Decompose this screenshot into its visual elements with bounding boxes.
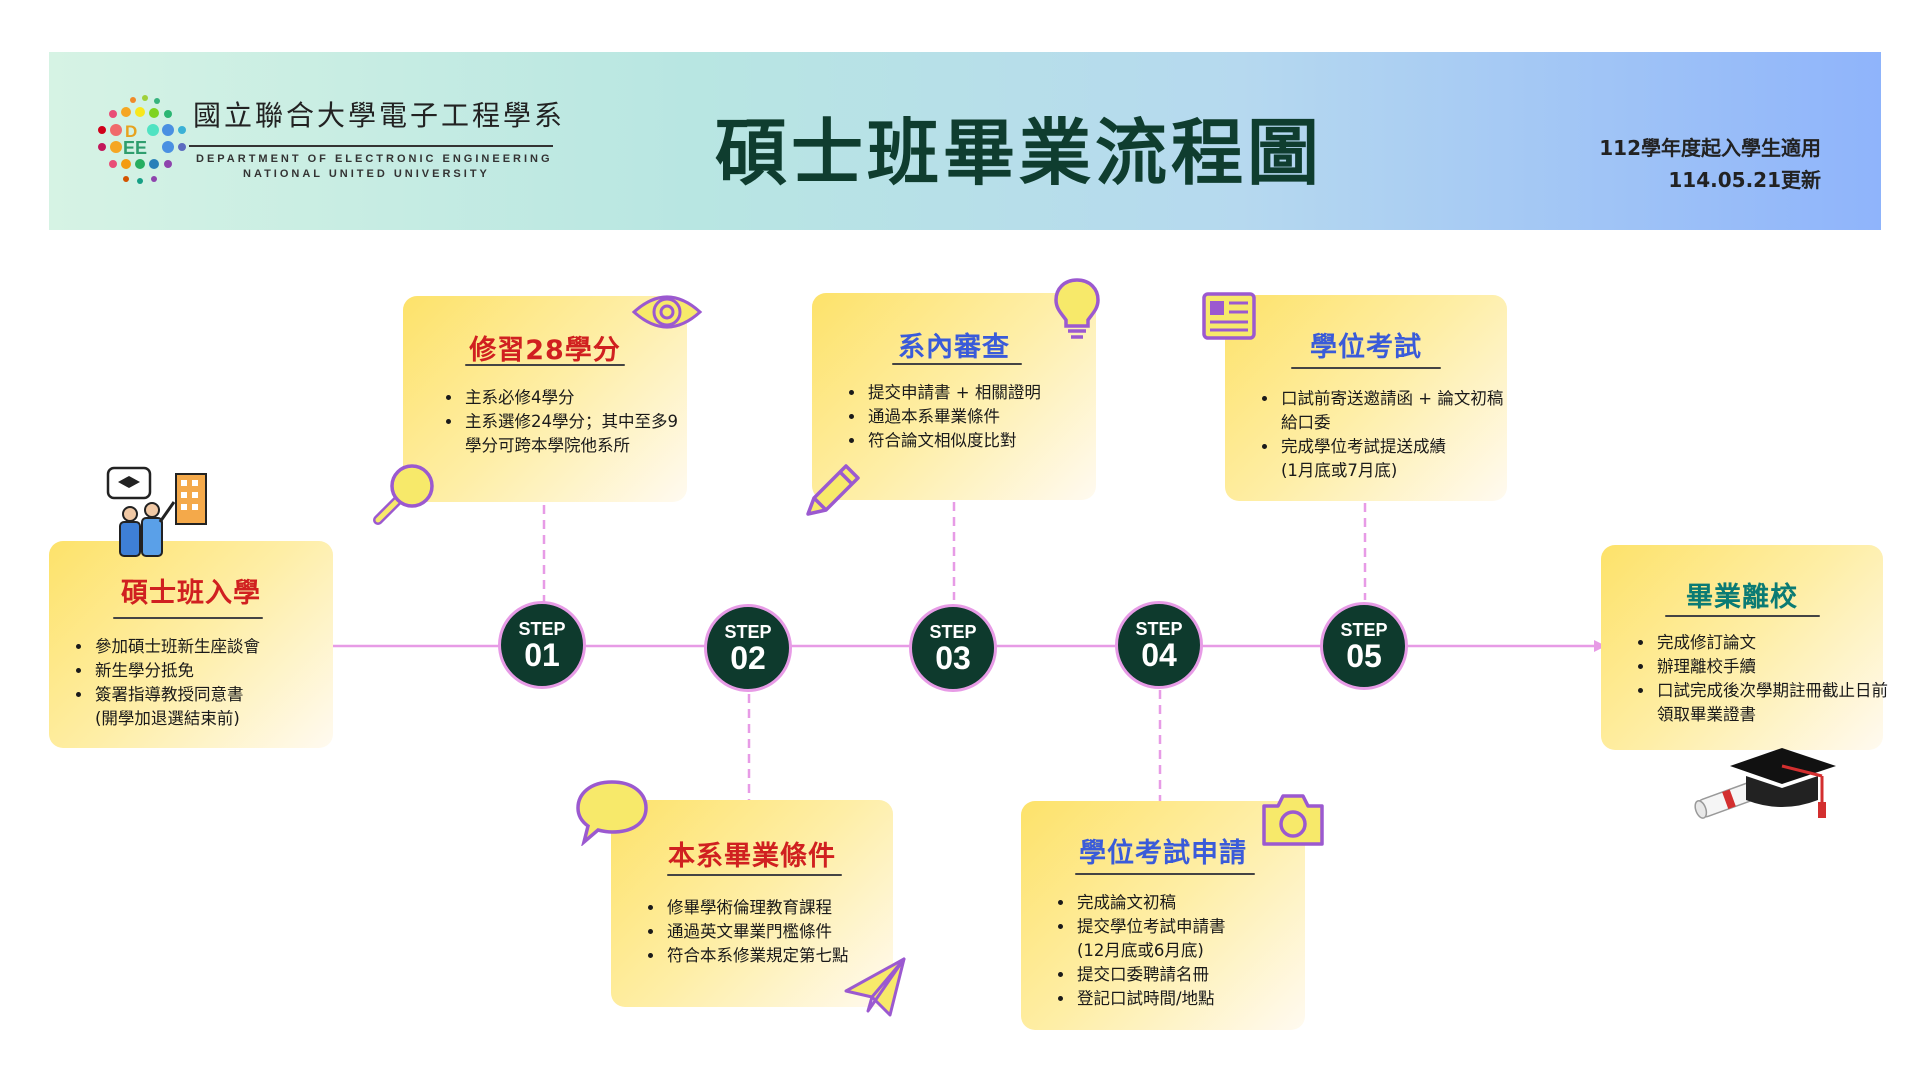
card-list: 修畢學術倫理教育課程 通過英文畢業門檻條件 符合本系修業規定第七點 bbox=[643, 896, 905, 968]
step-label: STEP bbox=[929, 622, 977, 642]
step-01: STEP 01 bbox=[498, 601, 586, 689]
step-04: STEP 04 bbox=[1115, 601, 1203, 689]
list-item: 通過英文畢業門檻條件 bbox=[665, 920, 905, 944]
header-banner: D EE 國立聯合大學電子工程學系 DEPARTMENT OF ELECTRON… bbox=[49, 52, 1881, 230]
card-title: 修習28學分 bbox=[469, 335, 621, 366]
step-03: STEP 03 bbox=[909, 604, 997, 692]
card-list: 主系必修4學分 主系選修24學分；其中至多9學分可跨本學院他系所 bbox=[441, 386, 691, 458]
logo-dots-icon: D EE bbox=[98, 95, 186, 184]
title-underline bbox=[465, 364, 625, 366]
card-enrollment: 碩士班入學 參加碩士班新生座談會 新生學分抵免 簽署指導教授同意書 (開學加退選… bbox=[49, 541, 333, 748]
list-item: 通過本系畢業條件 bbox=[866, 405, 1106, 429]
list-item: (12月底或6月底) bbox=[1077, 941, 1204, 960]
list-item: 主系選修24學分；其中至多9學分可跨本學院他系所 bbox=[463, 410, 691, 458]
card-list: 完成論文初稿 提交學位考試申請書 (12月底或6月底) 提交口委聘請名冊 登記口… bbox=[1053, 891, 1315, 1011]
list-item: (1月底或7月底) bbox=[1281, 461, 1398, 480]
card-department-review: 系內審查 提交申請書 + 相關證明 通過本系畢業條件 符合論文相似度比對 bbox=[812, 293, 1096, 500]
list-item: 主系必修4學分 bbox=[463, 386, 691, 410]
list-item: 登記口試時間/地點 bbox=[1075, 987, 1315, 1011]
step-number: 03 bbox=[935, 640, 971, 676]
svg-text:EE: EE bbox=[123, 138, 147, 158]
step-label: STEP bbox=[724, 622, 772, 642]
title-underline bbox=[1665, 615, 1820, 617]
update-date: 114.05.21更新 bbox=[1668, 168, 1821, 192]
newspaper-icon bbox=[1202, 292, 1256, 340]
university-name-en: NATIONAL UNITED UNIVERSITY bbox=[243, 168, 490, 180]
list-item: 簽署指導教授同意書 bbox=[93, 683, 343, 707]
student-group-icon bbox=[106, 466, 207, 557]
step-label: STEP bbox=[518, 619, 566, 639]
applicability-note: 112學年度起入學生適用 bbox=[1599, 136, 1821, 160]
title-underline bbox=[113, 617, 263, 619]
card-credits: 修習28學分 主系必修4學分 主系選修24學分；其中至多9學分可跨本學院他系所 bbox=[403, 296, 687, 502]
title-underline bbox=[892, 363, 1022, 365]
magnifier-icon bbox=[373, 464, 434, 525]
list-item: 完成修訂論文 bbox=[1655, 631, 1891, 655]
card-list: 參加碩士班新生座談會 新生學分抵免 簽署指導教授同意書 (開學加退選結束前) bbox=[71, 635, 343, 731]
card-degree-exam: 學位考試 口試前寄送邀請函 + 論文初稿給口委 完成學位考試提送成績 (1月底或… bbox=[1225, 295, 1507, 501]
list-item: 新生學分抵免 bbox=[93, 659, 343, 683]
list-item: 口試完成後次學期註冊截止日前領取畢業證書 bbox=[1655, 679, 1891, 727]
title-underline bbox=[667, 874, 842, 876]
eye-icon bbox=[631, 295, 703, 329]
card-title: 學位考試申請 bbox=[1079, 838, 1247, 869]
card-list: 完成修訂論文 辦理離校手續 口試完成後次學期註冊截止日前領取畢業證書 bbox=[1633, 631, 1891, 727]
list-item: 符合論文相似度比對 bbox=[866, 429, 1106, 453]
list-item: 完成論文初稿 bbox=[1075, 891, 1315, 915]
timeline-arrowhead bbox=[1594, 640, 1606, 652]
title-underline bbox=[1075, 873, 1255, 875]
list-item: 完成學位考試提送成績 bbox=[1279, 435, 1519, 459]
graduation-cap-icon bbox=[1694, 748, 1836, 819]
step-number: 04 bbox=[1141, 637, 1177, 673]
list-item: 辦理離校手續 bbox=[1655, 655, 1891, 679]
step-02: STEP 02 bbox=[704, 604, 792, 692]
list-item: 參加碩士班新生座談會 bbox=[93, 635, 343, 659]
card-title: 系內審查 bbox=[898, 332, 1010, 363]
step-number: 01 bbox=[524, 637, 560, 673]
pencil-icon bbox=[806, 464, 860, 516]
list-item: 提交學位考試申請書 bbox=[1075, 915, 1315, 939]
step-label: STEP bbox=[1135, 619, 1183, 639]
card-graduation-requirements: 本系畢業條件 修畢學術倫理教育課程 通過英文畢業門檻條件 符合本系修業規定第七點 bbox=[611, 800, 893, 1007]
paper-plane-icon bbox=[844, 957, 906, 1017]
divider bbox=[189, 145, 553, 147]
card-list: 提交申請書 + 相關證明 通過本系畢業條件 符合論文相似度比對 bbox=[844, 381, 1106, 453]
step-label: STEP bbox=[1340, 620, 1388, 640]
card-list: 口試前寄送邀請函 + 論文初稿給口委 完成學位考試提送成績 (1月底或7月底) bbox=[1257, 387, 1519, 483]
list-item: 修畢學術倫理教育課程 bbox=[665, 896, 905, 920]
step-number: 05 bbox=[1346, 638, 1382, 674]
card-exam-application: 學位考試申請 完成論文初稿 提交學位考試申請書 (12月底或6月底) 提交口委聘… bbox=[1021, 801, 1305, 1030]
list-item: 提交口委聘請名冊 bbox=[1075, 963, 1315, 987]
title-underline bbox=[1291, 367, 1441, 369]
list-item: 口試前寄送邀請函 + 論文初稿給口委 bbox=[1279, 387, 1519, 435]
page-title: 碩士班畢業流程圖 bbox=[714, 111, 1323, 195]
step-number: 02 bbox=[730, 640, 766, 676]
card-graduation-leave: 畢業離校 完成修訂論文 辦理離校手續 口試完成後次學期註冊截止日前領取畢業證書 bbox=[1601, 545, 1888, 750]
list-item: 符合本系修業規定第七點 bbox=[665, 944, 905, 968]
svg-text:D: D bbox=[125, 122, 137, 141]
step-05: STEP 05 bbox=[1320, 602, 1408, 690]
card-title: 碩士班入學 bbox=[121, 578, 261, 609]
card-title: 畢業離校 bbox=[1686, 582, 1798, 613]
department-name-en: DEPARTMENT OF ELECTRONIC ENGINEERING bbox=[196, 153, 553, 165]
list-item: (開學加退選結束前) bbox=[95, 709, 240, 728]
card-title: 本系畢業條件 bbox=[668, 841, 836, 872]
speech-bubble-icon bbox=[576, 780, 648, 846]
card-title: 學位考試 bbox=[1310, 332, 1422, 363]
list-item: 提交申請書 + 相關證明 bbox=[866, 381, 1106, 405]
lightbulb-icon bbox=[1054, 278, 1100, 339]
department-name-zh: 國立聯合大學電子工程學系 bbox=[193, 99, 566, 132]
camera-icon bbox=[1262, 794, 1324, 846]
